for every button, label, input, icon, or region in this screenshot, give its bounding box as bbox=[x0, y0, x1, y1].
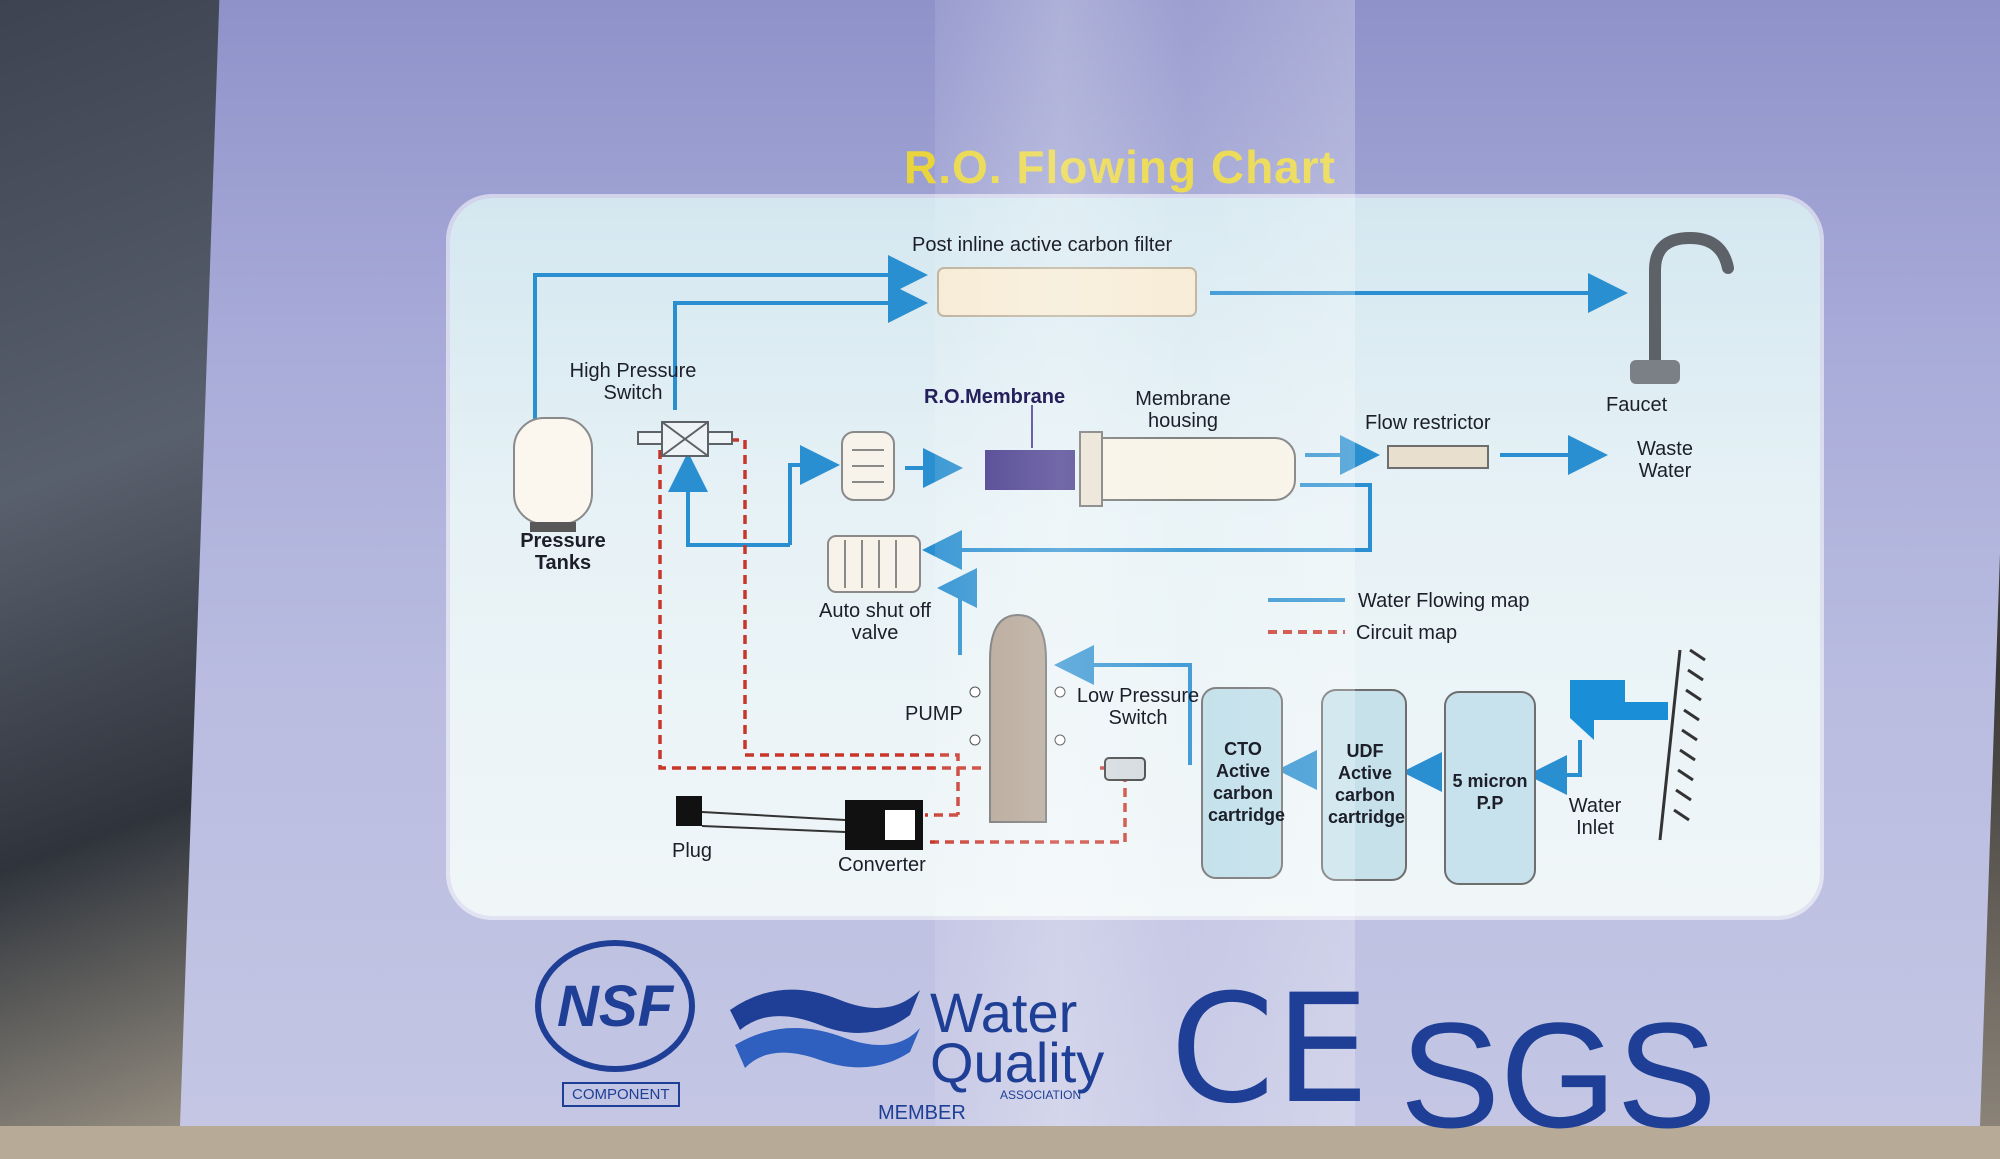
auto-shutoff-label: Auto shut off valve bbox=[819, 600, 931, 644]
flow-restrictor-label: Flow restrictor bbox=[1365, 412, 1491, 434]
post-filter-shape bbox=[937, 267, 1197, 317]
water-inlet-icon bbox=[1570, 648, 1706, 841]
udf-cartridge-shape bbox=[1321, 689, 1407, 881]
wqa-line1: Water bbox=[930, 981, 1078, 1044]
low-pressure-switch-shape bbox=[1104, 757, 1146, 781]
post-filter-label: Post inline active carbon filter bbox=[912, 234, 1173, 256]
sgs-mark: SGS bbox=[1400, 991, 1717, 1159]
ro-membrane-label: R.O.Membrane bbox=[924, 386, 1066, 408]
plug-label: Plug bbox=[672, 840, 713, 862]
auto-shutoff-valve-icon bbox=[827, 535, 921, 593]
cto-label: CTO Active carbon cartridge bbox=[1208, 739, 1286, 825]
membrane-housing-label: Membrane housing bbox=[1135, 388, 1231, 432]
circuit-lines bbox=[640, 438, 1127, 844]
converter-label: Converter bbox=[838, 854, 926, 876]
waste-water-label: Waste Water bbox=[1637, 438, 1693, 482]
pp-cartridge-shape bbox=[1444, 691, 1536, 885]
water-line-valve-to-pump-out bbox=[788, 445, 840, 545]
circuit-line-3 bbox=[925, 766, 1127, 844]
high-pressure-switch-icon bbox=[637, 421, 733, 457]
plug-converter-icon bbox=[676, 796, 923, 850]
ce-mark: CE bbox=[1170, 963, 1370, 1137]
high-pressure-switch-label: High Pressure Switch bbox=[569, 360, 697, 404]
wqa-line2: Quality bbox=[930, 1031, 1105, 1094]
flow-diagram bbox=[513, 231, 1734, 885]
legend-water-label: Water Flowing map bbox=[1358, 590, 1530, 612]
water-line-to-switch bbox=[668, 452, 790, 547]
pump-icon bbox=[969, 613, 1066, 823]
pressure-tank-icon bbox=[513, 417, 593, 532]
water-line-inlet-to-pp bbox=[1527, 740, 1582, 795]
flow-restrictor-shape bbox=[1387, 445, 1489, 469]
water-flow-lines bbox=[533, 255, 1628, 795]
low-pressure-switch-label: Low Pressure Switch bbox=[1076, 685, 1200, 729]
nsf-logo-text: NSF bbox=[557, 973, 673, 1039]
water-inlet-label: Water Inlet bbox=[1568, 795, 1622, 839]
water-line-switch-to-filter bbox=[673, 283, 928, 410]
water-line-cto-to-pump bbox=[1054, 645, 1192, 765]
wqa-member: MEMBER bbox=[878, 1102, 966, 1124]
wqa-wave-icon bbox=[730, 989, 920, 1068]
udf-label: UDF Active carbon cartridge bbox=[1328, 741, 1406, 827]
water-line-return bbox=[922, 483, 1372, 570]
membrane-housing-icon bbox=[985, 405, 1296, 507]
wqa-association: ASSOCIATION bbox=[1000, 1088, 1082, 1102]
water-line-pump-to-valve bbox=[937, 568, 977, 655]
cto-cartridge-shape bbox=[1201, 687, 1283, 879]
diagram-title: R.O. Flowing Chart bbox=[904, 141, 1336, 193]
circuit-line-2 bbox=[730, 438, 960, 815]
nsf-logo: NSF bbox=[535, 940, 695, 1072]
faucet-label: Faucet bbox=[1606, 394, 1668, 416]
check-valve-icon bbox=[841, 431, 895, 501]
pp-label: 5 micron P.P bbox=[1452, 771, 1528, 813]
pressure-tanks-label: Pressure Tanks bbox=[520, 530, 606, 574]
pump-label: PUMP bbox=[905, 703, 963, 725]
faucet-icon bbox=[1630, 231, 1734, 384]
circuit-line-1 bbox=[640, 438, 985, 770]
legend-circuit-label: Circuit map bbox=[1356, 622, 1458, 644]
water-line-tank-to-filter bbox=[533, 255, 928, 420]
nsf-component-label: COMPONENT bbox=[562, 1082, 680, 1107]
